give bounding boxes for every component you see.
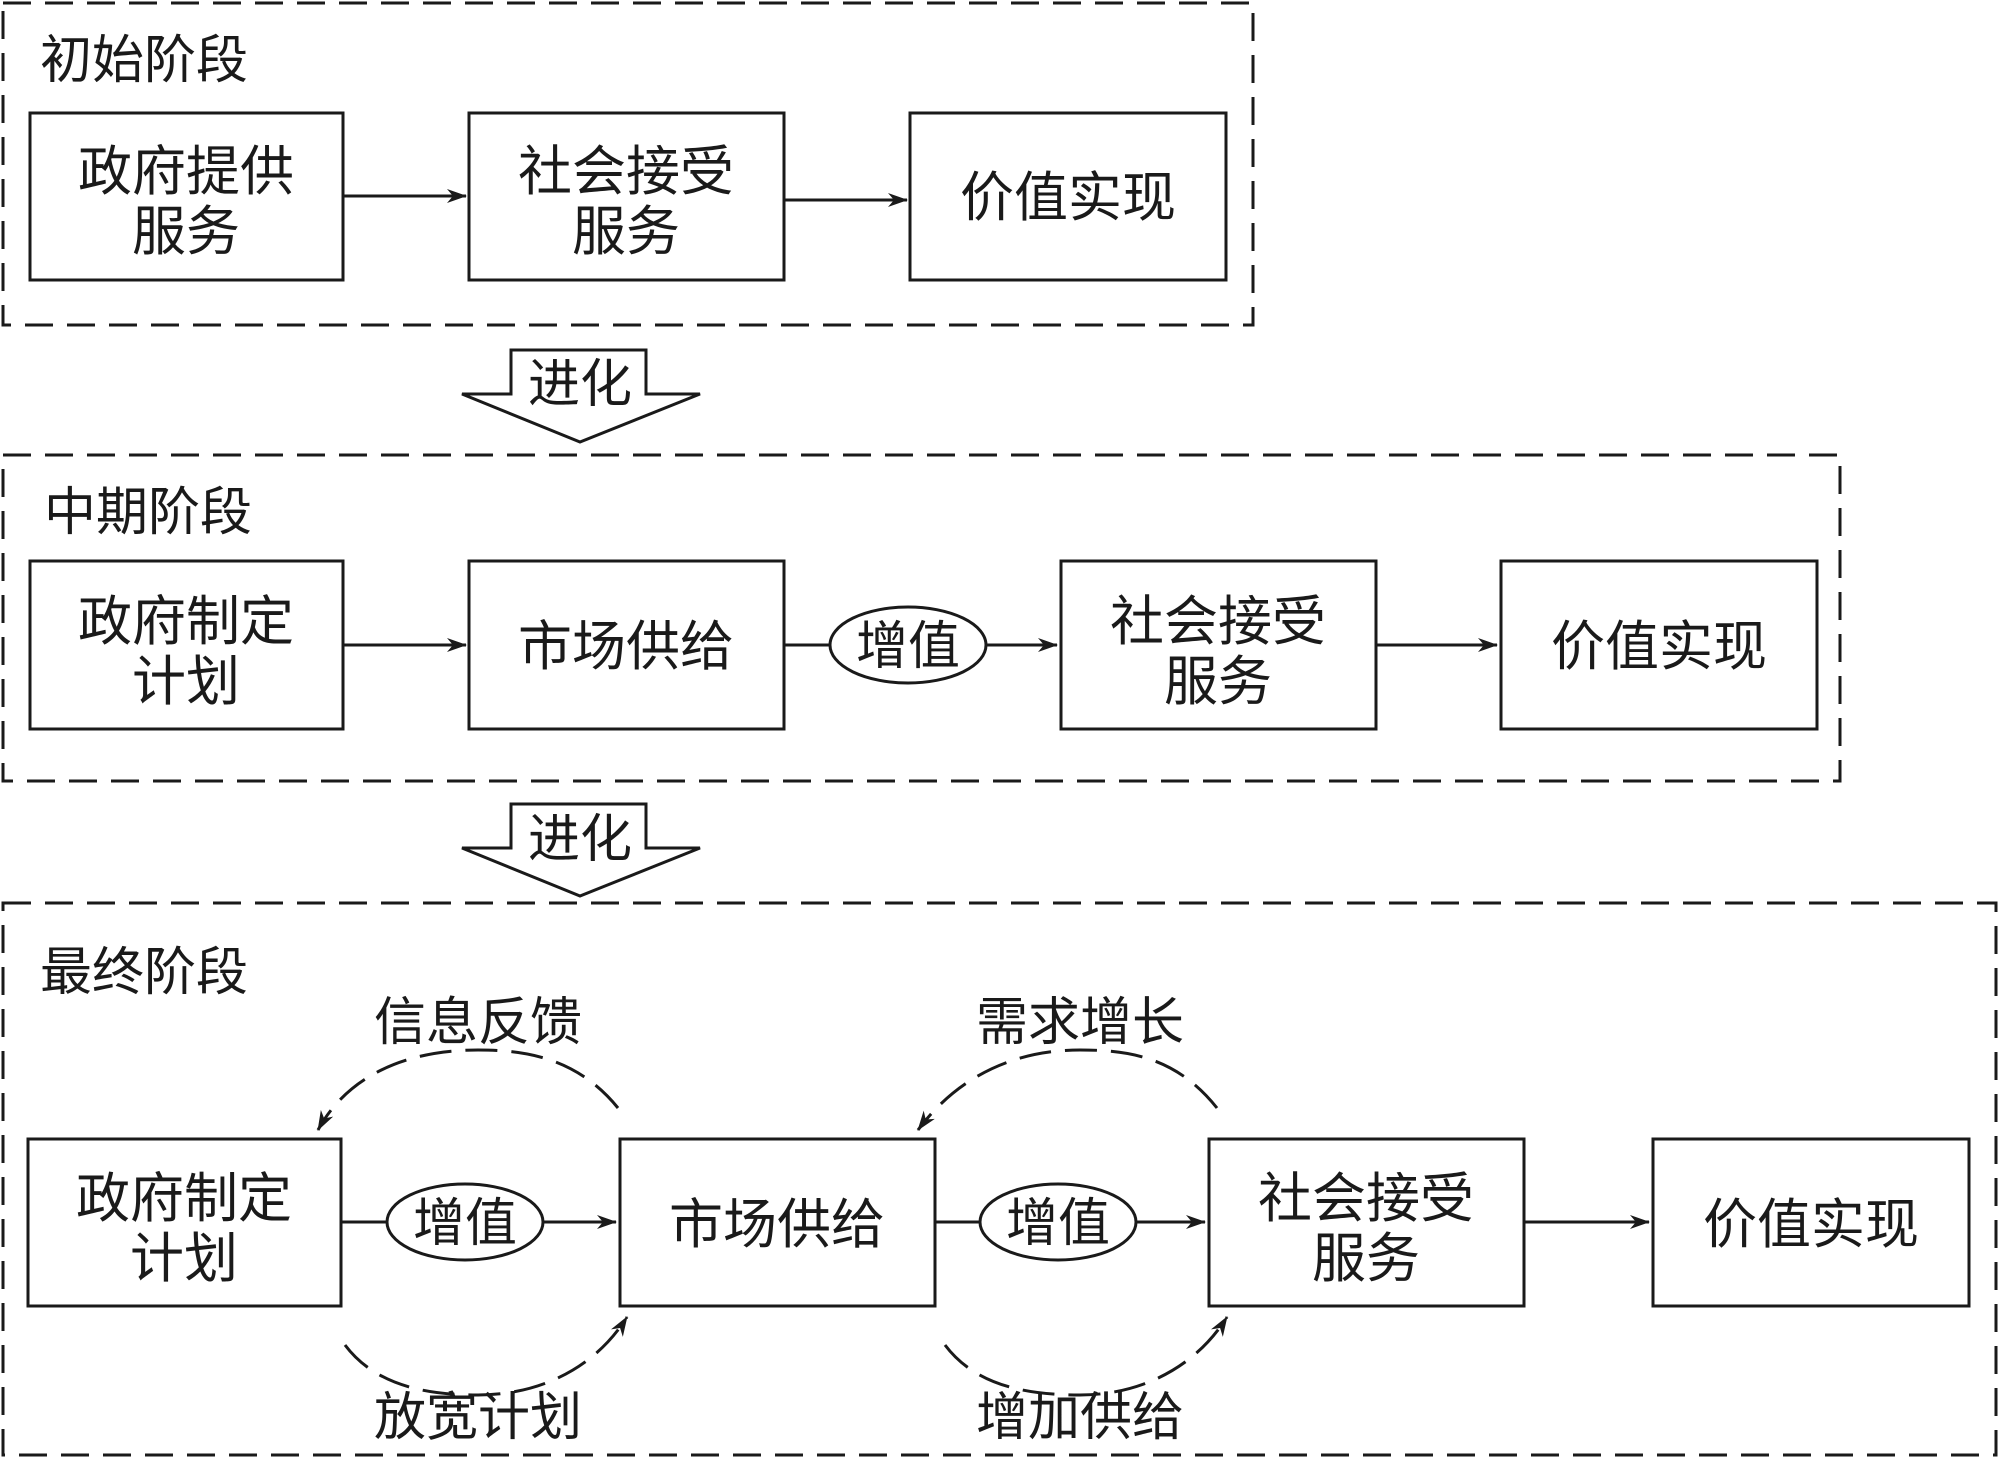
middle-box-value-realize: 价值实现 (1499, 559, 1819, 731)
box-line2: 计划 (132, 650, 240, 713)
initial-box-value-realize: 价值实现 (908, 111, 1228, 282)
final-value-added-ellipse-2: 增值 (978, 1182, 1138, 1262)
stage-initial-title: 初始阶段 (40, 31, 248, 91)
loop-label-info-feedback: 信息反馈 (374, 993, 582, 1053)
box-line2: 服务 (132, 200, 240, 263)
final-box-society-accept: 社会接受 服务 (1207, 1137, 1526, 1308)
loop-label-increase-supply: 增加供给 (976, 1388, 1184, 1448)
loop-arc-relax-plan (343, 1316, 629, 1397)
loop-label-relax-plan: 放宽计划 (374, 1388, 582, 1448)
evolution-label-2: 进化 (528, 810, 632, 870)
box-label: 价值实现 (1551, 615, 1767, 678)
middle-box-market-supply: 市场供给 (467, 559, 786, 731)
middle-value-added-ellipse: 增值 (828, 605, 988, 685)
box-line1: 政府制定 (78, 590, 294, 653)
stage-middle: 中期阶段 政府制定 计划 市场供给 增值 社会接受 服务 价值实现 (1, 453, 1842, 783)
loop-label-demand-growth: 需求增长 (976, 993, 1184, 1053)
box-line2: 计划 (130, 1227, 238, 1290)
middle-box-society-accept: 社会接受 服务 (1059, 559, 1378, 731)
box-line1: 社会接受 (518, 140, 734, 203)
value-added-label: 增值 (1006, 1194, 1110, 1254)
loop-arc-demand-growth (916, 1048, 1219, 1131)
stage-final: 最终阶段 信息反馈 放宽计划 需求增长 增加供给 政府制定 计划 增值 市场供给… (1, 901, 1998, 1457)
value-added-label: 增值 (413, 1194, 517, 1254)
initial-box-gov-provide: 政府提供 服务 (28, 111, 345, 282)
final-box-value-realize: 价值实现 (1651, 1137, 1971, 1308)
loop-arc-info-feedback (316, 1048, 620, 1131)
final-box-gov-plan: 政府制定 计划 (26, 1137, 343, 1308)
box-line1: 社会接受 (1258, 1167, 1474, 1230)
box-line1: 政府提供 (78, 140, 294, 203)
middle-box-gov-plan: 政府制定 计划 (28, 559, 345, 731)
box-label: 市场供给 (518, 615, 734, 678)
final-value-added-ellipse-1: 增值 (385, 1182, 545, 1262)
stage-middle-frame (1, 453, 1842, 783)
stage-final-frame (1, 901, 1998, 1457)
evolution-arrow-2: 进化 (461, 802, 701, 898)
final-box-market-supply: 市场供给 (618, 1137, 937, 1308)
evolution-arrow-1: 进化 (461, 348, 701, 444)
stage-final-title: 最终阶段 (40, 943, 248, 1003)
box-label: 市场供给 (669, 1193, 885, 1256)
loop-arc-increase-supply (943, 1316, 1229, 1397)
box-line1: 社会接受 (1110, 590, 1326, 653)
stage-middle-title: 中期阶段 (44, 483, 252, 543)
stage-initial-frame (1, 1, 1255, 327)
initial-box-society-accept: 社会接受 服务 (467, 111, 786, 282)
box-line2: 服务 (572, 200, 680, 263)
box-line1: 政府制定 (76, 1167, 292, 1230)
stage-initial: 初始阶段 政府提供 服务 社会接受 服务 价值实现 (1, 1, 1255, 327)
box-label: 价值实现 (1703, 1193, 1919, 1256)
evolution-label-1: 进化 (528, 355, 632, 415)
value-added-label: 增值 (856, 617, 960, 677)
box-line2: 服务 (1312, 1227, 1420, 1290)
box-line2: 服务 (1164, 650, 1272, 713)
box-label: 价值实现 (960, 166, 1176, 229)
